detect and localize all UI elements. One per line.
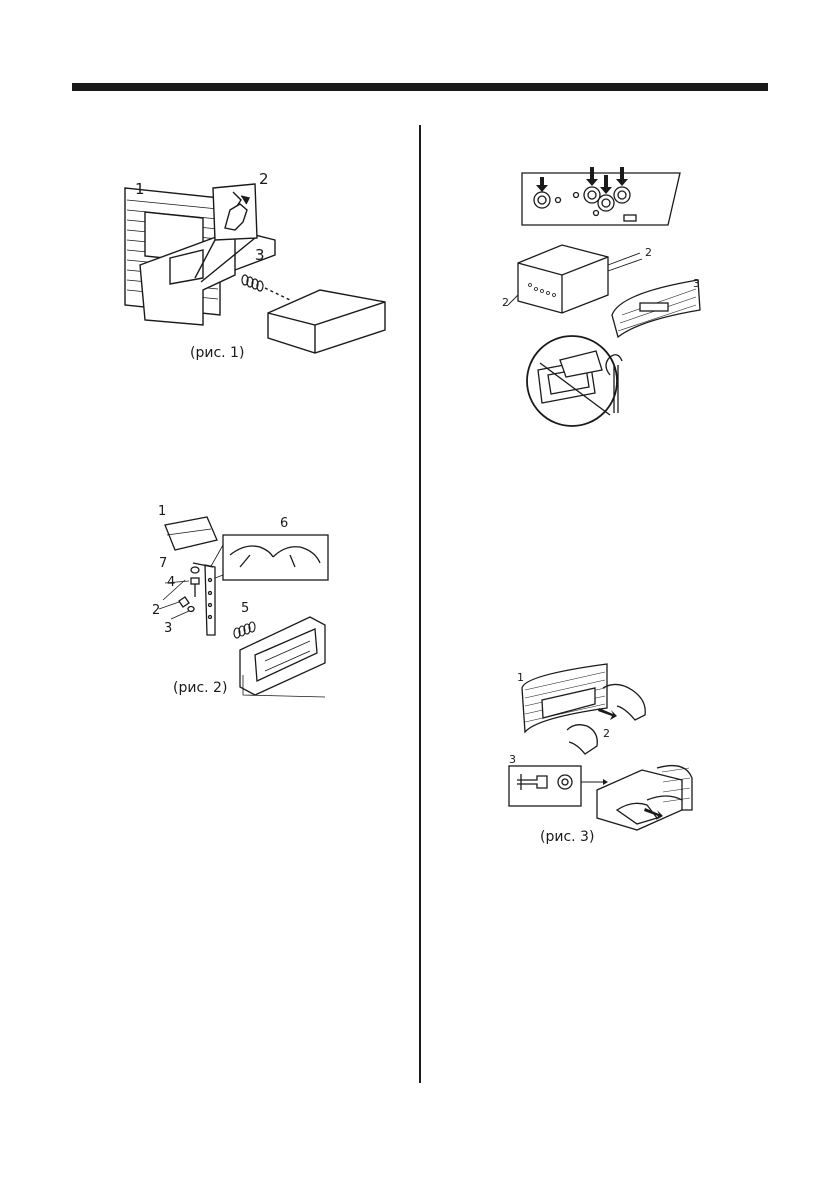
header-rule: [72, 83, 768, 91]
fig1-callout-3: 3: [255, 248, 265, 263]
fig2-callout-3: 3: [164, 622, 172, 635]
figure-2-caption: (рис. 2): [173, 680, 227, 696]
figure-rear-connectors: 2 2 3: [500, 165, 710, 435]
fig2-callout-2: 2: [152, 604, 160, 617]
column-divider: [419, 125, 421, 1083]
fig2-callout-5: 5: [241, 602, 249, 615]
fig1-callout-1: 1: [135, 182, 145, 197]
figure-3-caption: (рис. 3): [540, 829, 594, 845]
fig2-callout-6: 6: [280, 517, 288, 530]
fig2-callout-7: 7: [159, 557, 167, 570]
fig3-callout-2: 2: [603, 728, 610, 739]
figure-3-remove-faceplate: 1 2 3: [507, 660, 697, 832]
fig2-callout-1: 1: [158, 505, 166, 518]
fig3-callout-1: 1: [517, 672, 524, 683]
figure-rear-drawing: [500, 165, 710, 435]
fig2-callout-4: 4: [167, 576, 175, 589]
figure-2-drawing: [145, 505, 330, 700]
figure-1-install-sleeve: 1 2 3: [115, 170, 395, 370]
figure-1-drawing: [115, 170, 395, 370]
fig-rear-callout-3: 3: [693, 278, 700, 289]
figure-3-drawing: [507, 660, 697, 832]
figure-2-rear-strap: 1 6 7 4 2 3 5: [145, 505, 330, 700]
fig-rear-callout-2-left: 2: [502, 297, 509, 308]
fig-rear-callout-2-right: 2: [645, 247, 652, 258]
fig1-callout-2: 2: [259, 172, 269, 187]
fig3-callout-3: 3: [509, 754, 516, 765]
figure-1-caption: (рис. 1): [190, 345, 244, 361]
